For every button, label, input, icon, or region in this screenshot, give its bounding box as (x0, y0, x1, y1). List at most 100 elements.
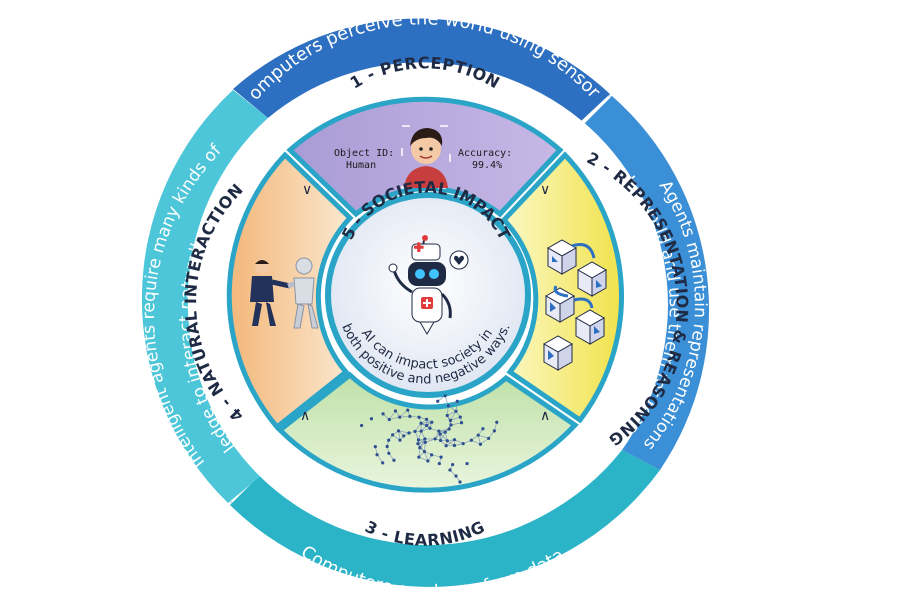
brain-node (369, 417, 374, 421)
learning-panel (276, 371, 579, 493)
brain-link (471, 439, 481, 445)
brain-node (454, 474, 458, 478)
chevron-bottom-left-icon: ∧ (300, 408, 310, 424)
brain-link (439, 433, 448, 441)
brain-node (444, 444, 448, 448)
interaction-band (141, 90, 268, 503)
interaction-panel (226, 151, 354, 431)
brain-node (423, 437, 427, 441)
brain-link (398, 430, 410, 434)
brain-link (455, 401, 458, 412)
brain-link (480, 438, 489, 445)
brain-node (487, 436, 491, 440)
brain-node (387, 417, 391, 422)
brain-node (469, 438, 473, 442)
brain-node (445, 413, 449, 418)
brain-node (458, 480, 462, 484)
representation-panel (500, 151, 624, 424)
representation-band (584, 96, 710, 470)
chevron-top-right-icon: ∨ (540, 182, 550, 198)
brain-node (443, 430, 447, 434)
brain-node (428, 426, 432, 430)
brain-node (438, 438, 443, 443)
brain-node (481, 427, 485, 431)
brain-link (444, 395, 449, 406)
brain-node (430, 453, 434, 457)
brain-link (418, 456, 429, 462)
brain-node (448, 418, 453, 422)
brain-node (459, 421, 464, 425)
brain-node (458, 415, 462, 419)
brain-node (430, 420, 434, 424)
brain-node (461, 442, 465, 446)
brain-link (450, 422, 462, 426)
brain-link (446, 405, 449, 416)
brain-node (437, 461, 441, 466)
perception-readout: Object ID: Human Accuracy: 99.4% (334, 148, 512, 171)
brain-node (398, 438, 402, 442)
brain-node (402, 434, 406, 438)
brain-node (445, 439, 449, 443)
brain-node (436, 399, 440, 403)
brain-node (476, 433, 480, 437)
brain-link (426, 419, 431, 429)
brain-node (426, 459, 430, 463)
brain-link (447, 410, 457, 416)
object-id-value: Human (346, 160, 376, 171)
brain-node (381, 461, 385, 465)
brain-node (492, 429, 496, 433)
cubes-icon (542, 239, 608, 371)
brain-node (375, 453, 379, 457)
learning-band (230, 450, 660, 587)
chevron-bottom-right-icon: ∧ (540, 408, 550, 424)
face-icon (401, 125, 451, 189)
brain-node (465, 461, 469, 466)
brain-link (478, 434, 489, 439)
brain-node (417, 455, 421, 459)
brain-network-icon (360, 394, 499, 484)
brain-link (389, 410, 396, 420)
brain-node (419, 429, 423, 433)
brain-node (449, 423, 453, 427)
brain-node (443, 394, 447, 398)
brain-link (376, 454, 383, 464)
brain-link (424, 451, 429, 462)
object-id-label: Object ID: (334, 148, 394, 159)
brain-node (408, 414, 412, 418)
brain-link (448, 401, 458, 407)
brain-node (419, 421, 423, 425)
brain-link (425, 438, 436, 443)
brain-link (431, 454, 442, 458)
brain-link (450, 411, 457, 421)
brain-node (447, 427, 451, 431)
brain-node (446, 404, 450, 408)
brain-link (399, 416, 410, 418)
brain-link (450, 416, 461, 421)
brain-node (454, 409, 458, 413)
brain-node (385, 444, 389, 449)
brain-node (393, 409, 398, 413)
perception-band (233, 18, 610, 123)
accuracy-value: 99.4% (472, 160, 502, 171)
brain-node (398, 415, 402, 419)
brain-node (387, 438, 391, 442)
brain-link (414, 423, 422, 432)
brain-link (419, 438, 426, 448)
brain-node (413, 429, 417, 433)
brain-node (416, 438, 421, 442)
brain-node (417, 415, 421, 419)
brain-link (438, 428, 450, 432)
brain-node (373, 445, 377, 449)
brain-node (478, 442, 483, 446)
brain-node (452, 443, 457, 448)
brain-node (455, 399, 459, 403)
chevron-top-left-icon: ∨ (302, 182, 312, 198)
brain-node (448, 468, 452, 472)
brain-node (381, 412, 385, 416)
brain-node (424, 417, 429, 421)
heart-bubble-icon (449, 250, 469, 270)
brain-node (416, 442, 420, 446)
brain-node (407, 431, 411, 435)
accuracy-label: Accuracy: (458, 148, 512, 159)
